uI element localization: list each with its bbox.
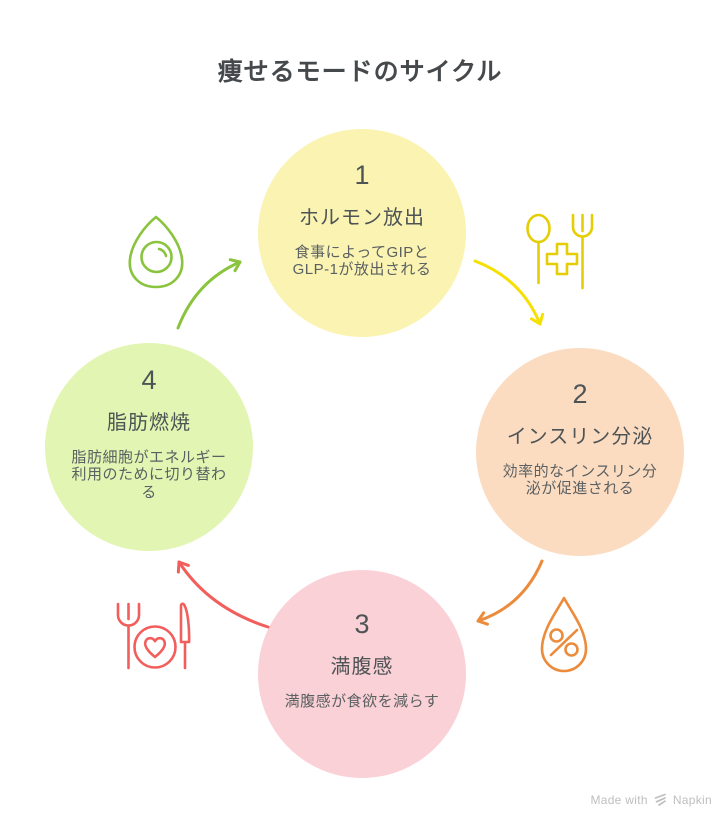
step-circle-4: 4 脂肪燃焼 脂肪細胞がエネルギー 利用のために切り替わ る bbox=[45, 343, 253, 551]
step-description-line: 脂肪細胞がエネルギー bbox=[71, 448, 227, 466]
step-description-line: る bbox=[141, 483, 157, 501]
step-number: 2 bbox=[572, 378, 588, 409]
step-title: 脂肪燃焼 bbox=[107, 411, 191, 434]
step-description: 効率的なインスリン分 泌が促進される bbox=[503, 463, 658, 498]
step-4-content: 4 脂肪燃焼 脂肪細胞がエネルギー 利用のために切り替わ る bbox=[45, 329, 253, 537]
step-title: 満腹感 bbox=[330, 656, 394, 679]
watermark-prefix: Made with bbox=[590, 792, 648, 807]
step-description-line: 利用のために切り替わ bbox=[71, 466, 227, 484]
step-2-content: 2 インスリン分泌 効率的なインスリン分 泌が促進される bbox=[476, 334, 684, 542]
step-circle-3: 3 満腹感 満腹感が食欲を減らす bbox=[258, 570, 466, 778]
step-title: インスリン分泌 bbox=[506, 425, 654, 448]
step-1-content: 1 ホルモン放出 食事によってGIPと GLP-1が放出される bbox=[258, 115, 466, 323]
step-description-line: 効率的なインスリン分 bbox=[502, 462, 658, 480]
step-circle-2: 2 インスリン分泌 効率的なインスリン分 泌が促進される bbox=[476, 348, 684, 556]
step-number: 4 bbox=[141, 364, 157, 395]
watermark-brand: Napkin bbox=[672, 792, 712, 807]
step-3-content: 3 満腹感 満腹感が食欲を減らす bbox=[258, 556, 466, 764]
meal-heart-icon bbox=[116, 602, 191, 670]
arrow-step2-to-step3 bbox=[476, 559, 544, 626]
watermark: Made with Napkin bbox=[590, 792, 712, 807]
step-number: 1 bbox=[354, 159, 370, 190]
step-description-line: 満腹感が食欲を減らす bbox=[284, 693, 440, 711]
step-description: 満腹感が食欲を減らす bbox=[285, 693, 440, 710]
avocado-icon bbox=[128, 215, 184, 289]
napkin-logo-icon bbox=[654, 793, 666, 806]
step-description-line: 食事によってGIPと bbox=[294, 243, 430, 261]
step-circle-1: 1 ホルモン放出 食事によってGIPと GLP-1が放出される bbox=[258, 129, 466, 337]
diagram-title: 痩せるモードのサイクル bbox=[217, 58, 503, 86]
percent-drop-icon bbox=[540, 596, 588, 673]
step-description: 脂肪細胞がエネルギー 利用のために切り替わ る bbox=[71, 449, 226, 501]
step-description-line: 泌が促進される bbox=[525, 480, 635, 497]
step-description: 食事によってGIPと GLP-1が放出される bbox=[293, 244, 432, 279]
step-number: 3 bbox=[354, 609, 370, 640]
step-description-line: GLP-1が放出される bbox=[292, 261, 432, 278]
step-title: ホルモン放出 bbox=[299, 206, 425, 229]
meal-medical-icon bbox=[526, 213, 594, 290]
